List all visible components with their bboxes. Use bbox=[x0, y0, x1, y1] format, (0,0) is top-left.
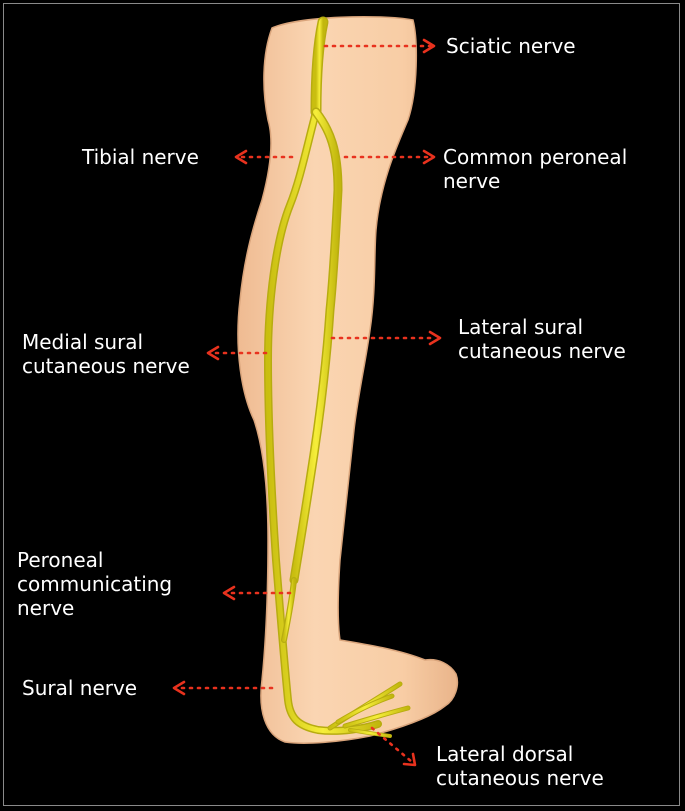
label-sural-nerve: Sural nerve bbox=[22, 676, 138, 700]
arrow-lateral-dorsal bbox=[370, 726, 414, 764]
arrow-heads bbox=[172, 38, 442, 767]
label-common-peroneal-nerve: Common peroneal nerve bbox=[443, 145, 628, 193]
label-tibial-nerve: Tibial nerve bbox=[82, 145, 199, 169]
pointer-arrows bbox=[176, 44, 438, 764]
label-sciatic-nerve: Sciatic nerve bbox=[446, 34, 576, 58]
label-lateral-dorsal-cutaneous-nerve: Lateral dorsal cutaneous nerve bbox=[436, 742, 604, 790]
label-medial-sural-cutaneous-nerve: Medial sural cutaneous nerve bbox=[22, 330, 190, 378]
image-frame bbox=[3, 3, 680, 806]
nerve-paths bbox=[264, 16, 411, 738]
label-peroneal-communicating-nerve: Peroneal communicating nerve bbox=[17, 548, 173, 620]
label-lateral-sural-cutaneous-nerve: Lateral sural cutaneous nerve bbox=[458, 315, 626, 363]
